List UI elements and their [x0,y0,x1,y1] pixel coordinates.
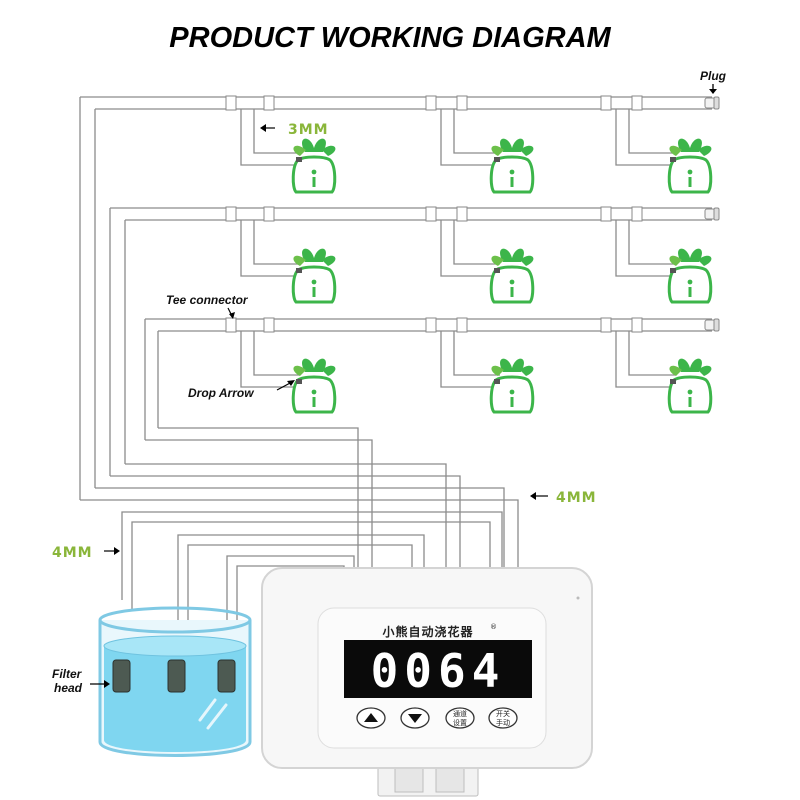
drippers [296,157,676,384]
tee-connector-label: Tee connector [166,293,249,307]
controller-brand: 小熊自动浇花器 [382,624,473,639]
tube-3mm-label-group: 3MM [260,122,329,138]
tee-connector-label-group: Tee connector [166,293,249,319]
manual-switch-label-2: 手动 [496,718,510,727]
tube-4mm-right-label-group: 4MM [530,490,597,506]
triangle-up-icon [364,713,378,722]
channel-set-label-1: 通道 [453,709,467,718]
page-title: PRODUCT WORKING DIAGRAM [169,22,611,54]
triangle-down-icon [408,714,422,723]
tube-4mm-left-label-group: 4MM [52,545,120,561]
drop-arrow-label-group: Drop Arrow [188,380,295,400]
plug-label: Plug [700,69,727,83]
lcd-panel [344,640,532,698]
controller-device: 小熊自动浇花器 ® 0064 通道 设置 开关 手动 [261,567,593,797]
manual-switch-label-1: 开关 [496,709,510,718]
tube-3mm-label: 3MM [288,122,329,138]
lcd-display-value: 0064 [371,644,506,698]
plant-pots [291,137,713,414]
filter-head-label-group: Filter head [52,667,110,695]
manual-switch-button[interactable]: 开关 手动 [488,707,518,729]
channel-set-label-2: 设置 [453,718,467,727]
filter-heads [112,659,236,693]
drop-arrow-label: Drop Arrow [188,386,254,400]
up-button[interactable] [356,707,386,729]
filter-head-label-line1: Filter [52,667,83,681]
channel-set-button[interactable]: 通道 设置 [445,707,475,729]
tube-4mm-right-label: 4MM [556,490,597,506]
tubing-network [79,96,712,648]
registered-mark: ® [490,623,497,631]
plug-label-group: Plug [700,69,727,94]
tube-4mm-left-label: 4MM [52,545,93,561]
down-button[interactable] [400,707,430,729]
filter-head-label-line2: head [54,681,83,695]
